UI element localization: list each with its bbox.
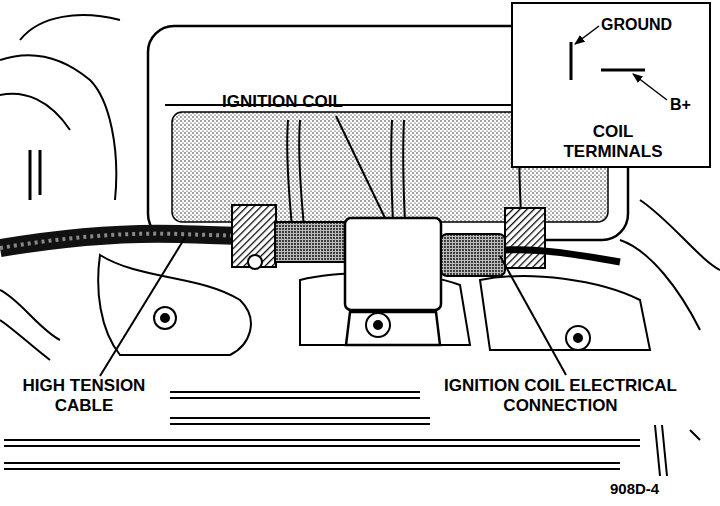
- terminal-label: COIL TERMINALS: [553, 122, 673, 161]
- leader-arrow: [575, 26, 599, 44]
- bolts: [154, 255, 590, 350]
- figure-number: 908D-4: [610, 480, 659, 498]
- leader-arrow: [633, 74, 667, 100]
- terminal-label: B+: [670, 96, 691, 114]
- ground-terminal: [570, 42, 573, 80]
- part-label: IGNITION COIL ELECTRICAL CONNECTION: [444, 376, 677, 417]
- coil-connector: [441, 234, 620, 276]
- coil-terminals-inset: GROUND B+ COIL TERMINALS: [511, 2, 711, 168]
- part-label: IGNITION COIL: [222, 92, 343, 112]
- part-label: HIGH TENSION CABLE: [4, 376, 164, 417]
- terminal-label: GROUND: [601, 16, 672, 34]
- ignition-coil-body: [345, 218, 441, 345]
- manifold: [98, 200, 720, 355]
- leader-lines: [100, 116, 566, 376]
- bplus-terminal: [601, 69, 645, 72]
